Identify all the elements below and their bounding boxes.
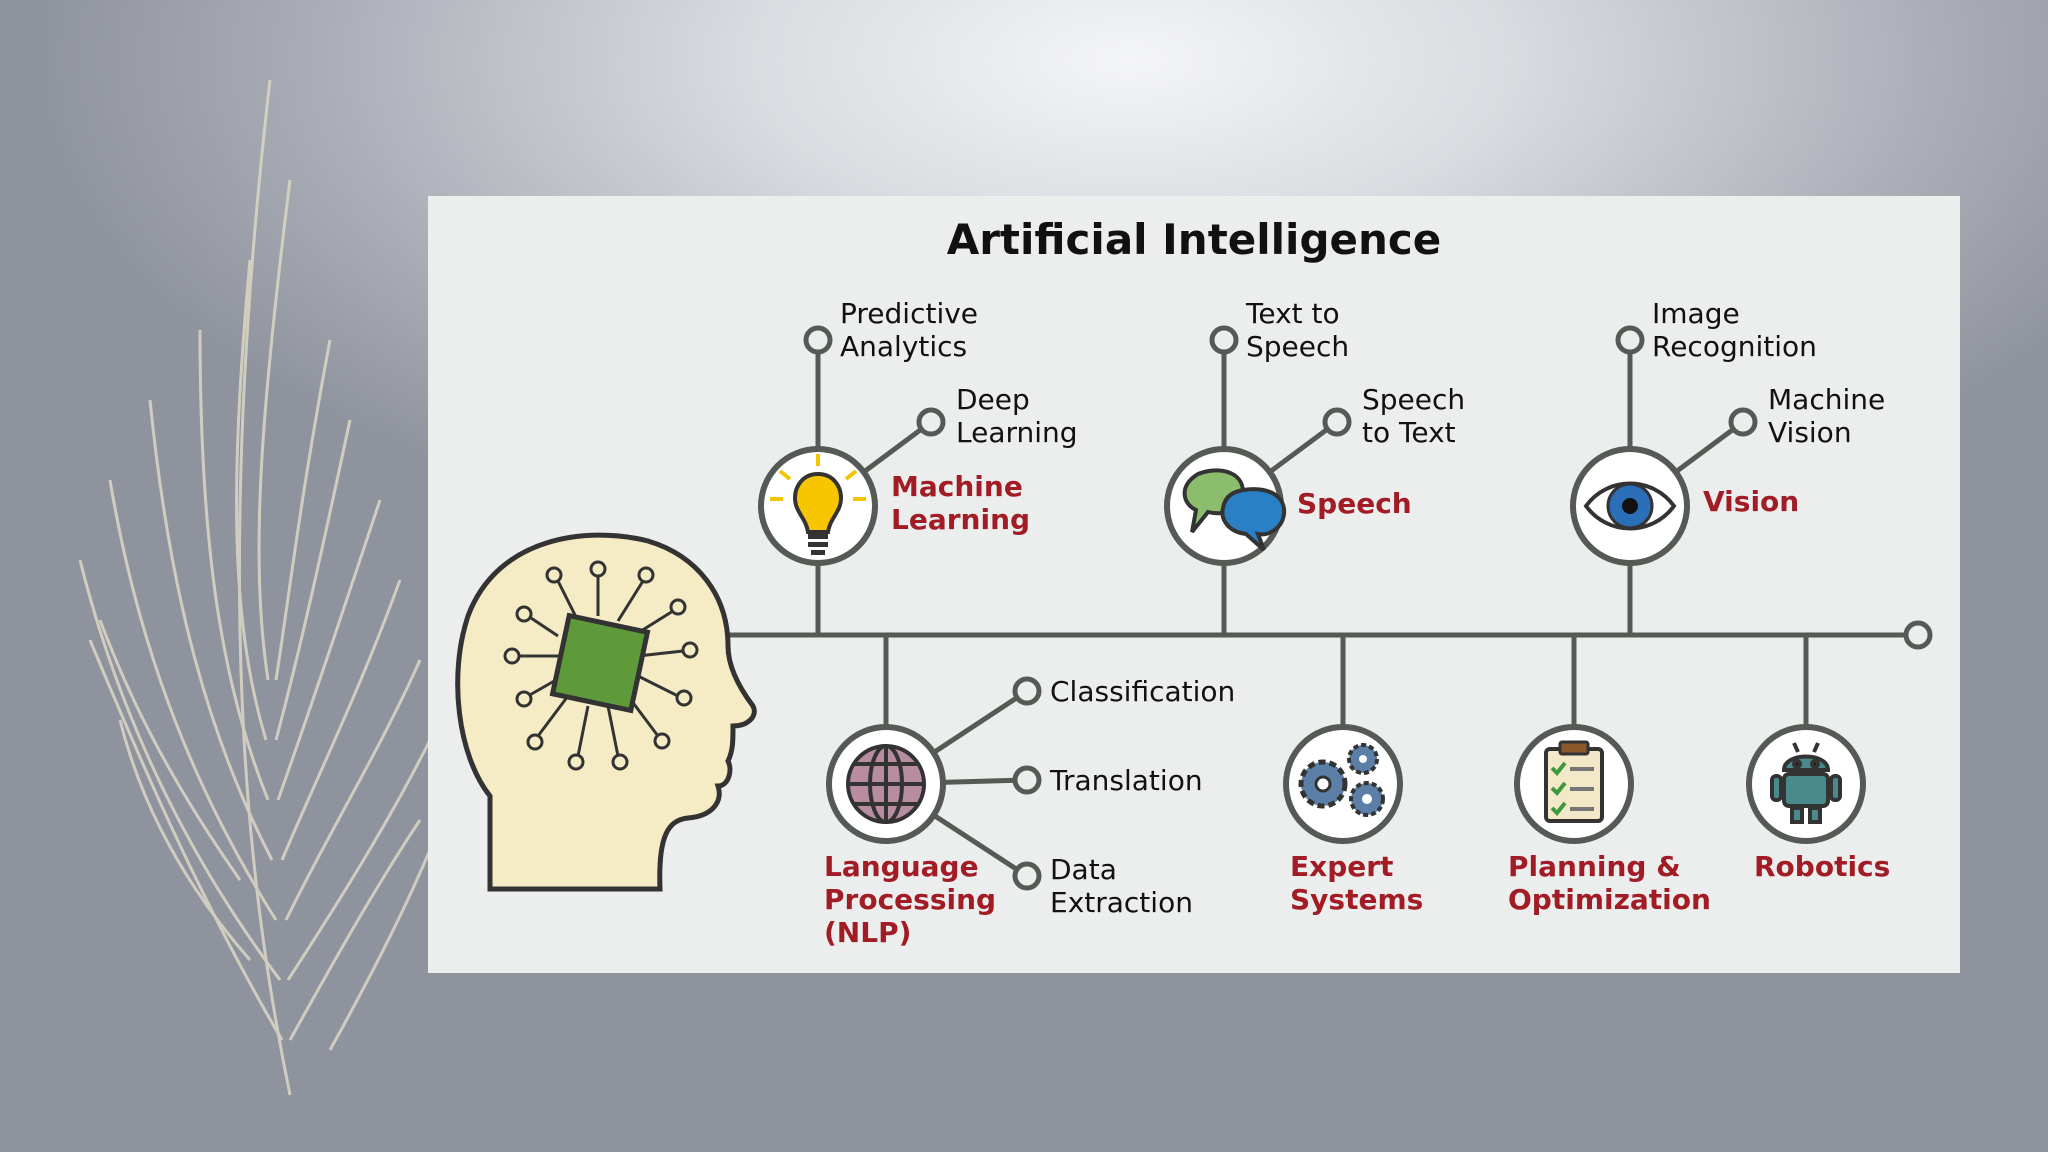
node-translation bbox=[1012, 765, 1042, 795]
vision-label: Vision bbox=[1703, 485, 1799, 518]
lightbulb-icon bbox=[770, 454, 866, 555]
globe-icon bbox=[846, 744, 926, 824]
speech-label: Speech bbox=[1297, 487, 1412, 520]
robot-icon bbox=[1770, 742, 1842, 824]
translation-label: Translation bbox=[1049, 764, 1203, 797]
branch-planning: Planning &Optimization bbox=[1508, 635, 1711, 916]
gears-icon bbox=[1298, 743, 1385, 817]
robotics-label: Robotics bbox=[1754, 850, 1890, 883]
diagram-title: Artificial Intelligence bbox=[947, 215, 1442, 264]
ai-diagram: Artificial Intelligence bbox=[455, 215, 1933, 949]
node-text-to-speech bbox=[1209, 325, 1239, 355]
planning-label: Planning &Optimization bbox=[1508, 850, 1711, 916]
node-machine-vision bbox=[1728, 407, 1758, 437]
node-speech-to-text bbox=[1322, 407, 1352, 437]
node-image-recognition bbox=[1615, 325, 1645, 355]
clipboard-checklist-icon bbox=[1544, 740, 1604, 823]
branch-robotics: Robotics bbox=[1746, 635, 1890, 883]
node-deep-learning bbox=[916, 407, 946, 437]
node-predictive-analytics bbox=[803, 325, 833, 355]
node-data-extraction bbox=[1012, 861, 1042, 891]
eye-icon bbox=[1583, 481, 1677, 531]
node-classification bbox=[1012, 676, 1042, 706]
spine-end-node bbox=[1903, 620, 1933, 650]
speech-bubbles-icon bbox=[1182, 468, 1287, 552]
feather-decoration bbox=[78, 79, 452, 1096]
head-chip-icon bbox=[455, 532, 757, 892]
classification-label: Classification bbox=[1050, 675, 1235, 708]
diagram-panel: Artificial Intelligence bbox=[428, 196, 1960, 973]
